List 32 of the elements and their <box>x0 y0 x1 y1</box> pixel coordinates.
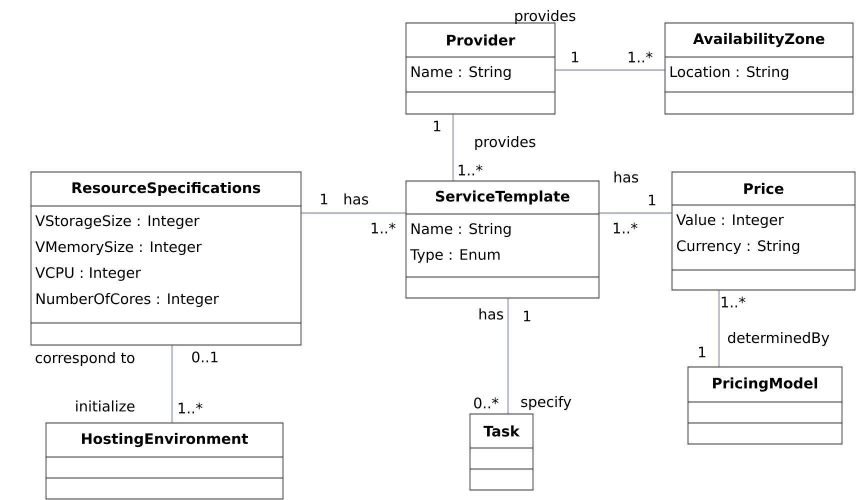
association-line <box>301 212 406 214</box>
multiplicity-label: 1 <box>572 52 578 62</box>
class-box: Price Value : Integer Currency : String <box>672 172 856 290</box>
class-box: Provider Name : String <box>406 22 556 114</box>
multiplicity-label: 1 <box>434 120 440 132</box>
multiplicity-label: 1..* <box>178 402 202 414</box>
multiplicity-label: 1..* <box>458 164 482 176</box>
edge-label: determinedBy <box>728 332 830 346</box>
association-line <box>599 212 672 214</box>
class-box: AvailabilityZone Location : String <box>664 22 854 114</box>
multiplicity-label: 1..* <box>628 52 652 62</box>
edge-label: correspond to <box>36 352 134 366</box>
class-box: Task <box>470 414 534 490</box>
edge-label: provides <box>475 136 536 150</box>
edge-label: has <box>344 193 368 205</box>
edge-label: has <box>480 308 504 320</box>
multiplicity-label: 1 <box>649 194 656 206</box>
association-line <box>718 290 720 367</box>
association-line <box>452 114 454 181</box>
multiplicity-label: 1..* <box>372 222 396 234</box>
class-box: PricingModel <box>688 366 842 444</box>
multiplicity-label: 1..* <box>722 296 746 308</box>
multiplicity-label: 1..* <box>614 222 638 234</box>
multiplicity-label: specify <box>521 396 572 410</box>
edge-label: provides <box>515 10 576 24</box>
multiplicity-label: 1 <box>321 194 328 204</box>
multiplicity-label: 0..* <box>474 398 498 408</box>
multiplicity-label: 1 <box>699 346 706 358</box>
edge-label: has <box>614 171 638 183</box>
class-box: HostingEnvironment <box>46 422 284 500</box>
class-box: ResourceSpecifications VStorageSize : Integer VMemorySize : Integer VCPU : Integer NumberOfCores : Integer <box>30 172 302 346</box>
class-box: ServiceTemplate Name : String Type : Enum <box>406 180 600 298</box>
